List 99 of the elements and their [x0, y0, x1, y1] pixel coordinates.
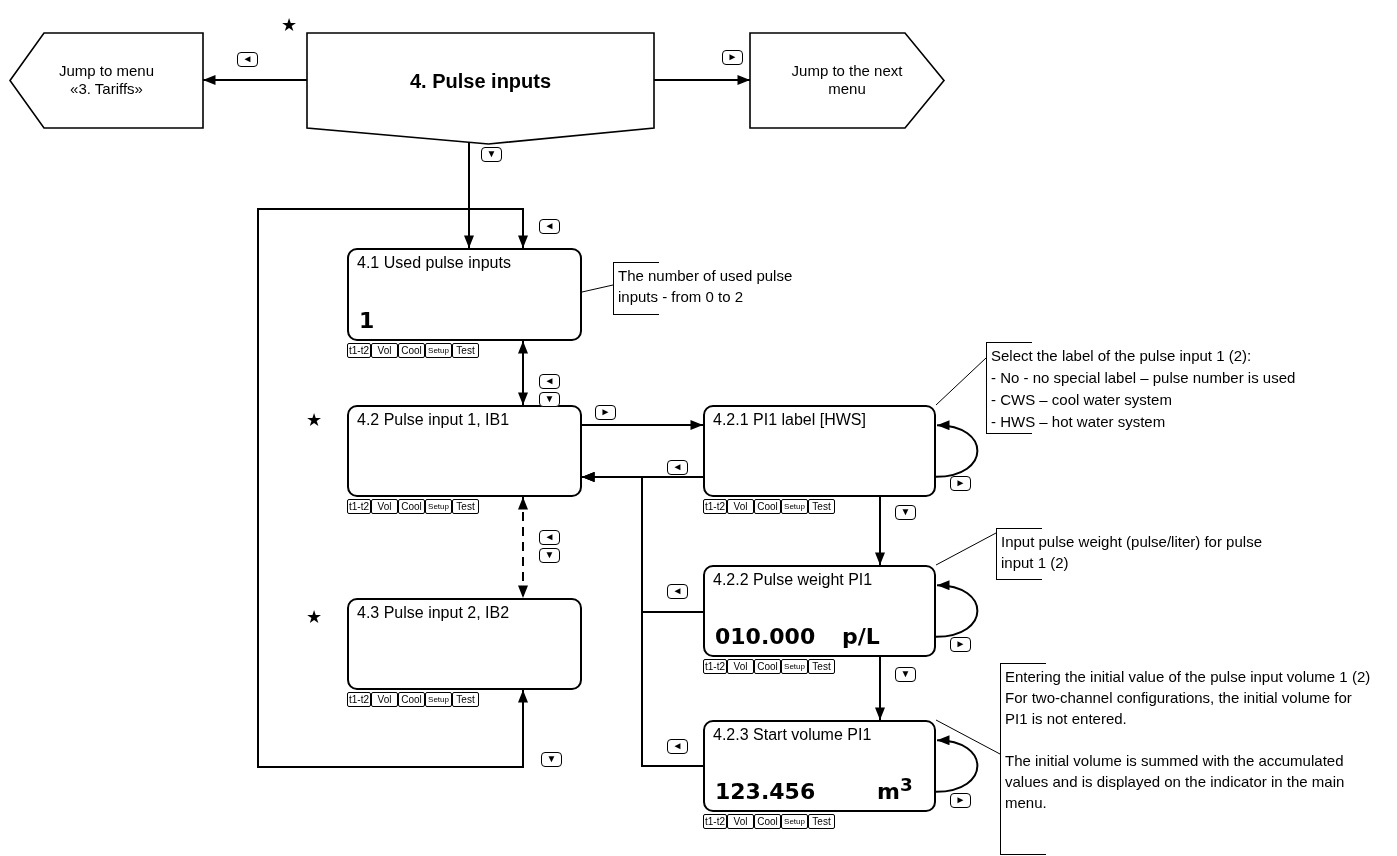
arrow	[464, 141, 474, 249]
soft-key-label: Vol	[371, 499, 398, 514]
display-screen	[703, 405, 936, 497]
soft-key-label: Vol	[371, 343, 398, 358]
note-text: Select the label of the pulse input 1 (2):	[991, 346, 1253, 366]
soft-key-label: Cool	[398, 343, 425, 358]
screen-value: 1	[359, 308, 375, 333]
star-mark: ★	[306, 411, 322, 429]
screen-value: 010.000	[715, 624, 816, 649]
edge-label: ◄	[237, 52, 258, 67]
star-mark: ★	[306, 608, 322, 626]
callout-note	[1000, 663, 1372, 855]
edge-label: ▼	[539, 548, 560, 563]
arrow	[257, 208, 528, 768]
display-screen	[347, 405, 582, 497]
screen-title: 4.1 Used pulse inputs	[357, 254, 511, 272]
screen-title: 4.2.3 Start volume PI1	[713, 726, 872, 744]
note-text: - No - no special label – pulse number is used	[991, 368, 1297, 388]
edge-label: ▼	[541, 752, 562, 767]
soft-key-label: Setup	[781, 659, 808, 674]
soft-key-label: Test	[808, 499, 835, 514]
node-text: 4. Pulse inputs	[408, 69, 553, 93]
soft-key-label: Test	[808, 659, 835, 674]
node-text: Jump to menu «3. Tariffs»	[57, 62, 155, 98]
soft-key-label: Test	[808, 814, 835, 829]
soft-key-label: t1-t2	[703, 499, 727, 514]
arrow	[935, 736, 979, 793]
soft-key-label: Cool	[754, 499, 781, 514]
screen-value: 123.456	[715, 779, 816, 804]
edge-label: ►	[950, 476, 971, 491]
soft-key-label: Vol	[727, 659, 754, 674]
note-text: The number of used pulse inputs - from 0 to 2	[618, 266, 794, 307]
edge-label: ◄	[539, 530, 560, 545]
star-mark: ★	[281, 16, 297, 34]
soft-key-label: Setup	[425, 343, 452, 358]
soft-key-label: Cool	[754, 659, 781, 674]
soft-key-label: t1-t2	[347, 343, 371, 358]
soft-key-label: t1-t2	[347, 692, 371, 707]
unit-text: p/L	[842, 624, 880, 649]
screen-title: 4.2.2 Pulse weight PI1	[713, 571, 873, 589]
soft-key-label: Cool	[754, 814, 781, 829]
edge-label: ►	[950, 637, 971, 652]
screen-title: 4.3 Pulse input 2, IB2	[357, 604, 510, 622]
leader-line	[935, 532, 997, 566]
soft-key-label: Test	[452, 343, 479, 358]
arrow	[875, 656, 885, 721]
soft-key-label: Cool	[398, 692, 425, 707]
soft-key-label: t1-t2	[703, 814, 727, 829]
node-text: Jump to the next menu	[790, 62, 904, 98]
screen-title: 4.2 Pulse input 1, IB1	[357, 411, 510, 429]
pentagon-box	[10, 33, 203, 128]
note-text: Entering the initial value of the pulse input volume 1 (2)	[1005, 667, 1372, 687]
soft-key-label: Test	[452, 499, 479, 514]
soft-key-label: Test	[452, 692, 479, 707]
display-screen	[347, 248, 582, 341]
edge-label: ◄	[667, 460, 688, 475]
arrow	[581, 472, 704, 767]
note-text: - CWS – cool water system	[991, 390, 1173, 410]
arrow	[518, 496, 528, 599]
edge-label: ◄	[667, 584, 688, 599]
edge-label: ►	[950, 793, 971, 808]
edge-label: ▼	[539, 392, 560, 407]
unit-text: m$^{3}$	[877, 773, 913, 804]
pentagon-box	[750, 33, 944, 128]
soft-key-label: Cool	[398, 499, 425, 514]
soft-key-label: Setup	[425, 499, 452, 514]
display-screen	[347, 598, 582, 690]
leader-line	[935, 719, 1001, 755]
soft-key-label: Setup	[425, 692, 452, 707]
note-text: Input pulse weight (pulse/liter) for pulse input 1 (2)	[1001, 532, 1263, 573]
display-screen	[703, 720, 936, 812]
arrow	[875, 496, 885, 566]
edge-label: ▼	[895, 505, 916, 520]
note-text: - HWS – hot water system	[991, 412, 1167, 432]
soft-key-label: Setup	[781, 499, 808, 514]
soft-key-label: Setup	[781, 814, 808, 829]
soft-key-label: Vol	[727, 499, 754, 514]
edge-label: ▼	[481, 147, 502, 162]
edge-label: ◄	[667, 739, 688, 754]
leader-line	[935, 357, 987, 406]
soft-key-label: Vol	[727, 814, 754, 829]
soft-key-label: Vol	[371, 692, 398, 707]
edge-label: ◄	[539, 219, 560, 234]
display-screen	[703, 565, 936, 657]
edge-label: ►	[722, 50, 743, 65]
soft-key-label: t1-t2	[703, 659, 727, 674]
soft-key-label: t1-t2	[347, 499, 371, 514]
leader-line	[581, 284, 614, 293]
menu-header-shape	[307, 33, 654, 144]
note-text: For two-channel configurations, the initial volume for PI1 is not entered.	[1005, 688, 1353, 729]
arrow	[581, 420, 704, 430]
arrow	[518, 340, 528, 406]
arrow	[935, 421, 979, 478]
screen-title: 4.2.1 PI1 label [HWS]	[713, 411, 866, 429]
edge-label: ▼	[895, 667, 916, 682]
edge-label: ◄	[539, 374, 560, 389]
edge-label: ►	[595, 405, 616, 420]
arrow	[935, 581, 979, 638]
note-text: The initial volume is summed with the accumulated values and is displayed on the indicator in the main menu.	[1005, 751, 1346, 813]
